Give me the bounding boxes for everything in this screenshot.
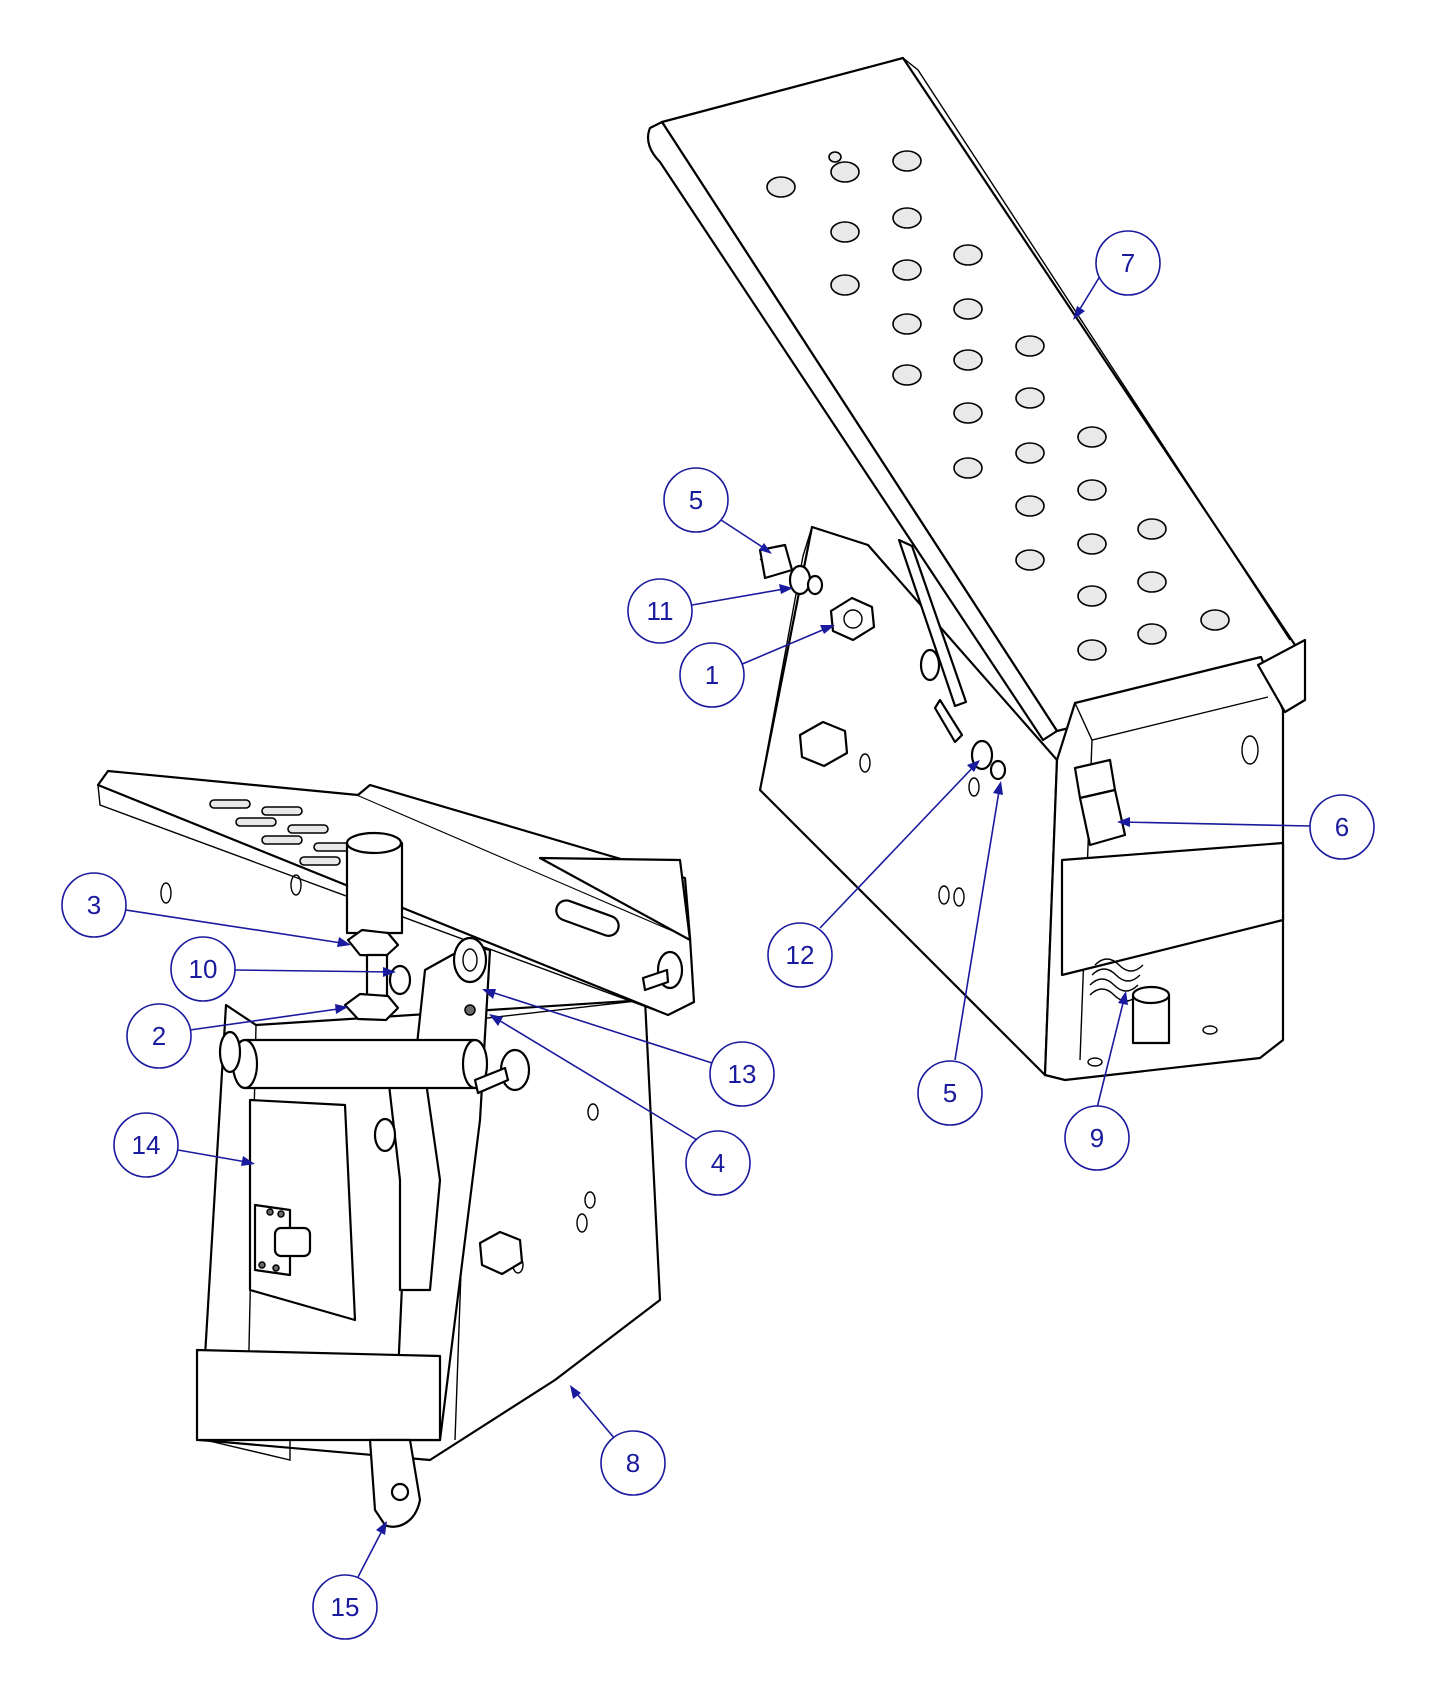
pivot-pin-bottom bbox=[933, 698, 1007, 781]
svg-text:4: 4 bbox=[711, 1148, 725, 1178]
bracket-bolt-head bbox=[798, 720, 849, 768]
callout-6: 6 bbox=[1117, 794, 1375, 860]
spring-clip bbox=[1073, 758, 1127, 847]
svg-text:3: 3 bbox=[87, 890, 101, 920]
callout-12: 12 bbox=[767, 760, 980, 988]
left-pedal-assembly bbox=[96, 769, 696, 1528]
small-screw bbox=[464, 1004, 476, 1016]
side-pin bbox=[473, 950, 684, 1095]
callout-balloons: 7 5 11 1 6 bbox=[61, 230, 1375, 1640]
stop-screw-stack bbox=[343, 831, 412, 1022]
svg-text:7: 7 bbox=[1121, 248, 1135, 278]
pivot-pin-top bbox=[758, 543, 824, 596]
top-mount-tab bbox=[538, 856, 692, 942]
cross-shaft bbox=[218, 1030, 489, 1090]
callout-13: 13 bbox=[482, 989, 775, 1107]
svg-text:1: 1 bbox=[705, 660, 719, 690]
hex-nut bbox=[829, 596, 876, 642]
callout-4: 4 bbox=[489, 1014, 751, 1196]
svg-text:15: 15 bbox=[331, 1592, 360, 1622]
callout-9: 9 bbox=[1064, 991, 1130, 1171]
svg-text:13: 13 bbox=[728, 1059, 757, 1089]
return-spring bbox=[1089, 958, 1171, 1045]
svg-text:10: 10 bbox=[189, 954, 218, 984]
svg-text:11: 11 bbox=[647, 596, 674, 626]
pedal-hole-pattern bbox=[766, 150, 1230, 661]
callout-2: 2 bbox=[126, 1003, 348, 1069]
callout-7: 7 bbox=[1073, 230, 1161, 320]
svg-text:9: 9 bbox=[1090, 1123, 1104, 1153]
callout-5-lower: 5 bbox=[917, 781, 1003, 1126]
svg-text:5: 5 bbox=[689, 485, 703, 515]
callout-3: 3 bbox=[61, 872, 351, 947]
housing-bolt-head bbox=[478, 1230, 524, 1276]
adjuster-knob bbox=[373, 1117, 397, 1153]
svg-text:14: 14 bbox=[132, 1130, 161, 1160]
callout-15: 15 bbox=[312, 1521, 387, 1640]
callout-1: 1 bbox=[679, 625, 835, 708]
inner-sensor-plate bbox=[248, 1098, 357, 1322]
svg-text:8: 8 bbox=[626, 1448, 640, 1478]
callout-11: 11 bbox=[627, 578, 793, 644]
pedal-slot-pattern bbox=[209, 799, 355, 866]
svg-text:12: 12 bbox=[786, 940, 815, 970]
front-shroud bbox=[195, 1348, 442, 1461]
callout-5-upper: 5 bbox=[663, 467, 772, 554]
svg-text:5: 5 bbox=[943, 1078, 957, 1108]
svg-text:6: 6 bbox=[1335, 812, 1349, 842]
right-pedal-assembly bbox=[646, 56, 1307, 1082]
lever-bottom-tab bbox=[368, 1438, 422, 1528]
pedal-plate bbox=[646, 56, 1297, 742]
callout-8: 8 bbox=[570, 1385, 666, 1496]
callout-10: 10 bbox=[170, 936, 396, 1002]
svg-text:2: 2 bbox=[152, 1021, 166, 1051]
end-housing bbox=[1043, 638, 1307, 1082]
callout-14: 14 bbox=[113, 1112, 255, 1178]
